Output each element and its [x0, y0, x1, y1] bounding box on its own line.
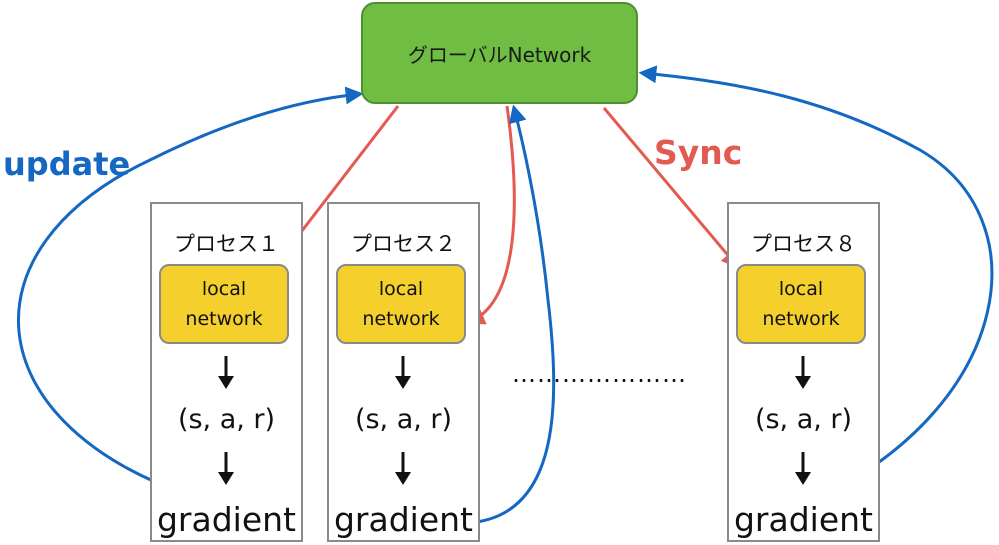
local-network-node: local network [159, 264, 289, 344]
state-action-reward-label: (s, a, r) [754, 404, 853, 435]
down-arrow-icon [795, 356, 811, 389]
sync-arrow-process-8 [602, 107, 740, 269]
state-action-reward-label: (s, a, r) [354, 404, 453, 435]
update-label: update [3, 145, 131, 183]
update-arrow-process-8 [638, 65, 994, 495]
update-arrow-process-1 [17, 86, 364, 495]
process-title: プロセス２ [351, 232, 456, 256]
down-arrow-icon [395, 452, 411, 485]
gradient-label: gradient [156, 500, 296, 539]
update-arrow-process-2 [475, 104, 556, 524]
process-node-1: プロセス１ local network (s, a, r) gradient [150, 202, 303, 542]
gradient-label: gradient [733, 500, 873, 539]
local-network-node: local network [336, 264, 466, 344]
global-network-node: グローバルNetwork [361, 2, 638, 104]
sync-label: Sync [654, 133, 743, 172]
down-arrow-icon [218, 452, 234, 485]
local-network-label-line1: local [778, 278, 824, 300]
local-network-label-line2: network [185, 308, 263, 330]
local-network-label-line2: network [762, 308, 840, 330]
local-network-label-line2: network [362, 308, 440, 330]
local-network-label-line1: local [201, 278, 247, 300]
state-action-reward-label: (s, a, r) [177, 404, 276, 435]
local-network-label-line1: local [378, 278, 424, 300]
global-network-label: グローバルNetwork [407, 42, 592, 67]
down-arrow-icon [395, 356, 411, 389]
ellipsis-dots: ………………… [512, 360, 687, 388]
process-title: プロセス１ [174, 232, 279, 256]
sync-arrow-process-2 [466, 105, 516, 325]
gradient-label: gradient [333, 500, 473, 539]
process-node-2: プロセス２ local network (s, a, r) gradient [327, 202, 480, 542]
process-node-8: プロセス８ local network (s, a, r) gradient [727, 202, 880, 542]
down-arrow-icon [218, 356, 234, 389]
down-arrow-icon [795, 452, 811, 485]
process-title: プロセス８ [751, 232, 856, 256]
local-network-node: local network [736, 264, 866, 344]
